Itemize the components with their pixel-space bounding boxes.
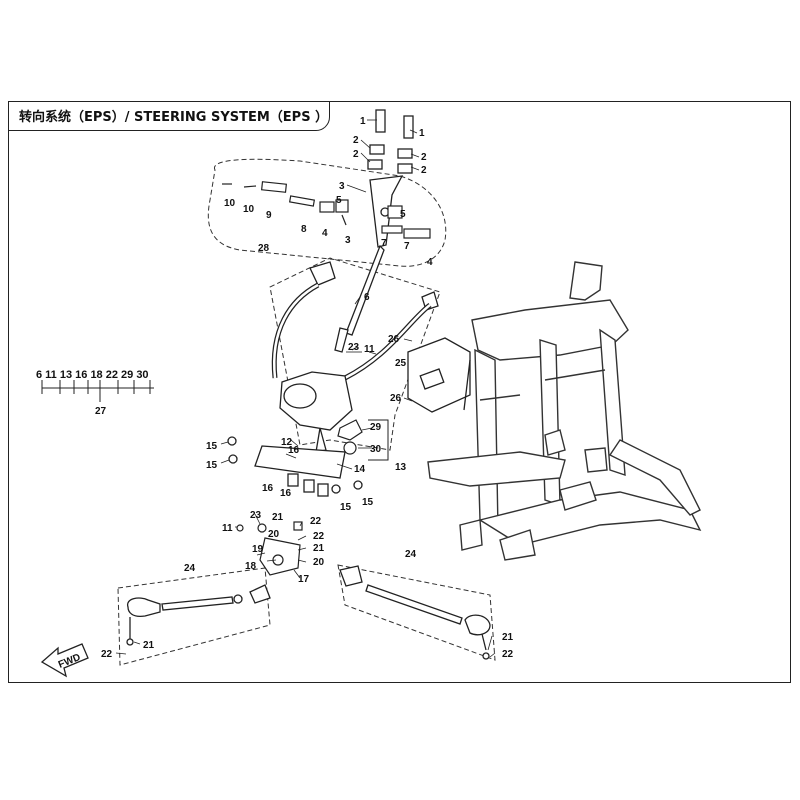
- callout-16: 16: [288, 445, 300, 456]
- nut-right: [397, 148, 413, 159]
- callout-4: 4: [322, 228, 328, 239]
- group-27-bracket: [41, 380, 154, 402]
- group-27-members: 6 11 13 16 18 22 29 30: [36, 369, 149, 381]
- coupler-parts: [337, 419, 363, 455]
- eps-unit: [271, 261, 439, 453]
- callout-20: 20: [268, 529, 280, 540]
- diagram-title: 转向系统（EPS）/ STEERING SYSTEM（EPS ）: [8, 101, 330, 131]
- nut-left: [369, 144, 385, 155]
- callout-29: 29: [370, 422, 382, 433]
- callout-11: 11: [364, 344, 375, 355]
- callout-15: 15: [362, 497, 374, 508]
- u-joint-upper: [334, 327, 349, 353]
- callout-21: 21: [272, 512, 284, 523]
- callout-1: 1: [419, 128, 425, 139]
- callout-15: 15: [206, 460, 218, 471]
- center-link: [236, 521, 303, 576]
- boundary-steering-lock: [207, 158, 447, 267]
- column-shaft: [345, 244, 385, 336]
- callout-23: 23: [250, 510, 262, 521]
- bolt-left: [375, 109, 386, 133]
- callout-17: 17: [298, 574, 310, 585]
- callout-15: 15: [340, 502, 352, 513]
- callout-2: 2: [421, 165, 427, 176]
- callout-3: 3: [339, 181, 345, 192]
- callout-20: 20: [313, 557, 325, 568]
- callout-9: 9: [266, 210, 272, 221]
- assembly-boundaries: [117, 158, 496, 666]
- boundary-left-tie-rod: [117, 567, 271, 666]
- vehicle-frame: [427, 261, 702, 561]
- callout-1: 1: [360, 116, 366, 127]
- callout-10: 10: [243, 204, 255, 215]
- callout-15: 15: [206, 441, 218, 452]
- callout-24: 24: [405, 549, 417, 560]
- callout-28: 28: [258, 243, 270, 254]
- callout-7: 7: [381, 238, 387, 249]
- callout-19: 19: [252, 544, 264, 555]
- callout-26: 26: [388, 334, 400, 345]
- group-13-bracket: [368, 419, 389, 461]
- output-shaft: [315, 427, 327, 453]
- hose-clip-left: [309, 261, 336, 286]
- callout-12: 12: [281, 437, 293, 448]
- callout-8: 8: [301, 224, 307, 235]
- callout-22: 22: [313, 531, 325, 542]
- callout-22: 22: [101, 649, 113, 660]
- callout-21: 21: [502, 632, 514, 643]
- diagram-frame: [8, 101, 791, 683]
- washer-left: [367, 159, 383, 170]
- callout-22: 22: [310, 516, 322, 527]
- callout-30: 30: [370, 444, 382, 455]
- callout-5: 5: [400, 209, 406, 220]
- leader-lines: [115, 119, 496, 658]
- washer-right: [397, 163, 413, 174]
- callout-numbers: 1 1 2 2 2 2 3 3 4 4 5 5 6 7 7 8 9 10 10 …: [95, 116, 514, 660]
- callout-23: 23: [348, 342, 360, 353]
- callout-16: 16: [262, 483, 274, 494]
- callout-6: 6: [364, 292, 370, 303]
- mounting-plate: [227, 436, 363, 497]
- left-tie-rod: [126, 584, 271, 646]
- boundary-steering-column: [269, 257, 441, 451]
- callout-3: 3: [345, 235, 351, 246]
- callout-22: 22: [502, 649, 514, 660]
- callout-24: 24: [184, 563, 196, 574]
- callout-21: 21: [143, 640, 155, 651]
- callout-18: 18: [245, 561, 257, 572]
- boundary-right-tie-rod: [337, 564, 496, 661]
- callout-4: 4: [427, 257, 433, 268]
- callout-11: 11: [222, 523, 233, 534]
- callout-16: 16: [280, 488, 292, 499]
- eps-controller: [407, 337, 471, 413]
- callout-13: 13: [395, 462, 407, 473]
- right-tie-rod: [339, 565, 491, 660]
- bolt-right: [403, 115, 414, 139]
- steering-column: [334, 109, 414, 353]
- callout-7: 7: [404, 241, 410, 252]
- lock-parts: [222, 181, 431, 239]
- callout-27: 27: [95, 406, 107, 417]
- callout-25: 25: [395, 358, 407, 369]
- callout-2: 2: [421, 152, 427, 163]
- callout-2: 2: [353, 135, 359, 146]
- callout-21: 21: [313, 543, 325, 554]
- callout-2: 2: [353, 149, 359, 160]
- callout-10: 10: [224, 198, 236, 209]
- callout-14: 14: [354, 464, 366, 475]
- callout-26: 26: [390, 393, 402, 404]
- callout-5: 5: [336, 195, 342, 206]
- fwd-direction-arrow: FWD: [40, 643, 89, 678]
